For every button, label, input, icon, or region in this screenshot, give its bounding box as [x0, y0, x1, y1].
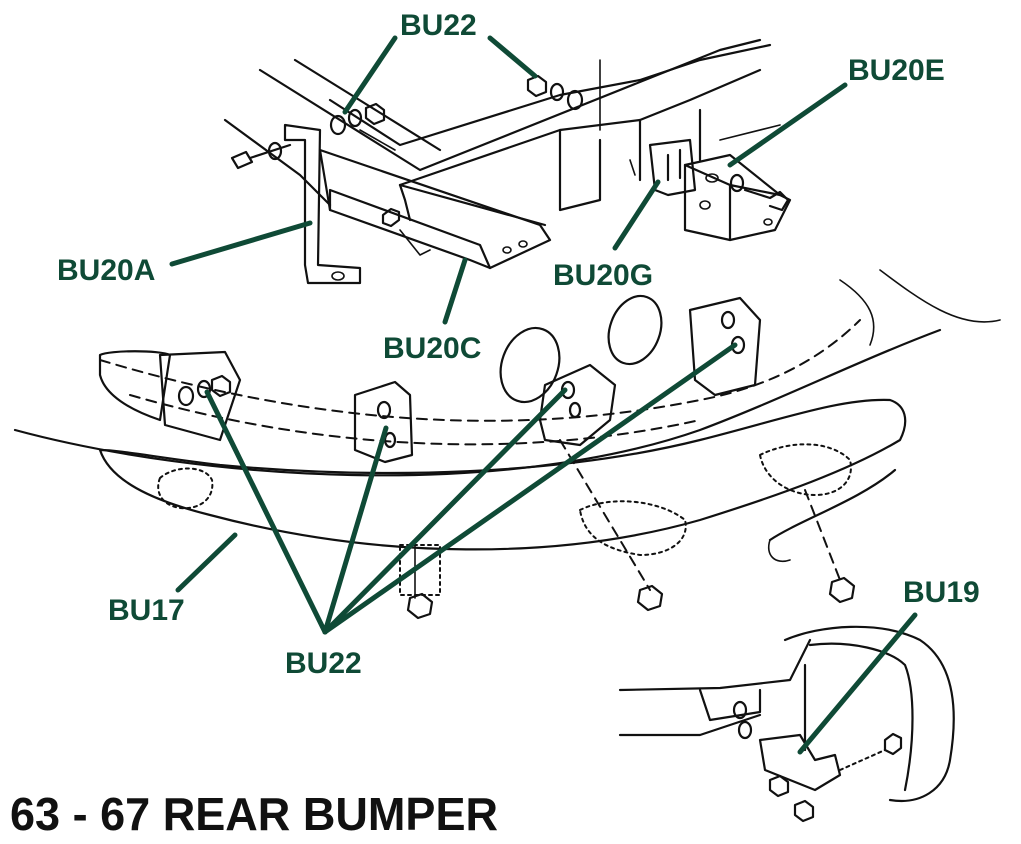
- leader-bu22-top-left: [342, 35, 398, 115]
- leader-bu22-d: [322, 342, 738, 635]
- leader-bu22-a: [204, 389, 328, 635]
- leader-bu20e: [727, 82, 848, 168]
- bracket-bu20g-drawing: [629, 138, 697, 197]
- leader-bu20c: [442, 257, 468, 325]
- bolt-hardware-top-left: [230, 102, 386, 170]
- label-bu17: BU17: [108, 594, 185, 627]
- leader-bu20a: [169, 220, 313, 267]
- label-bu20c: BU20C: [383, 332, 481, 365]
- nut-hardware-top-center: [526, 74, 584, 111]
- leader-lines: [169, 35, 918, 755]
- label-bu20g: BU20G: [553, 259, 653, 292]
- label-bu20e: BU20E: [848, 54, 945, 87]
- bracket-bu20a-drawing: [283, 123, 362, 285]
- bracket-bu20e-drawing: [683, 153, 792, 242]
- leader-bu20g: [612, 179, 661, 251]
- label-bu19: BU19: [903, 576, 980, 609]
- label-bu22-top: BU22: [400, 9, 477, 42]
- bumper-drawing: [13, 269, 1001, 620]
- leader-bu17: [175, 532, 238, 593]
- end-bracket-detail-drawing: [618, 625, 955, 823]
- leader-bu22-b: [322, 425, 389, 635]
- diagram-title: 63 - 67 REAR BUMPER: [10, 788, 498, 840]
- leader-bu19: [797, 612, 918, 755]
- crossmember-bu20c-drawing: [318, 148, 552, 270]
- label-bu20a: BU20A: [57, 254, 155, 287]
- label-bu22-bottom: BU22: [285, 647, 362, 680]
- frame-rail-drawing: [223, 38, 781, 222]
- leader-bu22-c: [322, 387, 568, 635]
- leader-bu22-top-right: [487, 35, 538, 79]
